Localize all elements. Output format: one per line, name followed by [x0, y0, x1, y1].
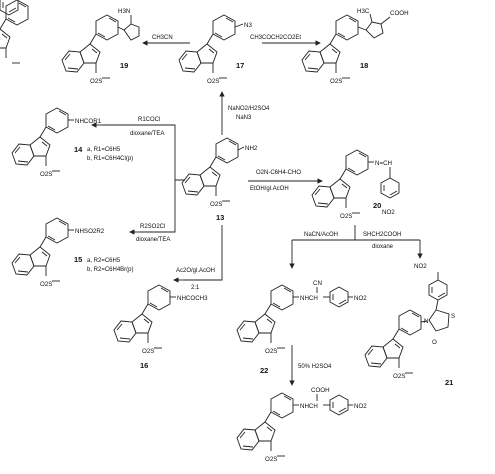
compound-21: NO2 S N O O2S 21: [364, 263, 455, 387]
svg-text:b, R2=C6H4Br(p): b, R2=C6H4Br(p): [87, 267, 134, 273]
arrow-13-to-16: Ac2O/gl.AcOH 2:1: [173, 225, 223, 291]
compound-16: NHCOCH3 O2S 16: [113, 284, 208, 370]
svg-text:SHCH2COOH: SHCH2COOH: [363, 232, 401, 238]
svg-text:O2S: O2S: [340, 213, 352, 220]
svg-text:CH3CN: CH3CN: [152, 35, 173, 41]
compound-22: NHCH CN NO2 O2S 22: [236, 280, 367, 375]
svg-text:NO2: NO2: [354, 295, 367, 302]
svg-text:NO2: NO2: [414, 263, 427, 270]
svg-text:N=CH: N=CH: [375, 160, 392, 167]
compound-15: NHSO2R2 O2S 15 a, R2=C6H5 b, R2=C6H4Br(p…: [11, 217, 134, 288]
indole-pyrimidine-scaffold: [0, 0, 29, 64]
svg-text:S: S: [451, 313, 455, 320]
svg-text:O2S: O2S: [393, 373, 405, 380]
svg-text:15: 15: [74, 255, 82, 264]
svg-text:a, R1=C6H5: a, R1=C6H5: [87, 147, 121, 153]
svg-text:NaNO2/H2SO4: NaNO2/H2SO4: [228, 106, 270, 112]
svg-text:14: 14: [74, 145, 83, 154]
svg-text:R2SO2Cl: R2SO2Cl: [140, 224, 165, 230]
svg-text:O2S: O2S: [90, 78, 102, 85]
compound-18: H3C COOH O2S 18: [301, 8, 409, 85]
svg-text:NO2: NO2: [354, 403, 367, 410]
svg-text:COOH: COOH: [390, 10, 409, 17]
svg-text:NHCOCH3: NHCOCH3: [177, 295, 208, 302]
svg-text:O2N-C6H4-CHO: O2N-C6H4-CHO: [256, 170, 301, 176]
svg-text:18: 18: [360, 61, 368, 70]
svg-text:NHCOR1: NHCOR1: [75, 118, 102, 125]
svg-text:NHCH: NHCH: [300, 403, 318, 410]
svg-text:NaN3: NaN3: [236, 115, 252, 121]
svg-text:22: 22: [260, 366, 268, 375]
svg-text:CN: CN: [313, 280, 322, 287]
svg-text:O2S: O2S: [265, 348, 277, 355]
svg-text:Ac2O/gl.AcOH: Ac2O/gl.AcOH: [176, 268, 215, 274]
svg-text:a, R2=C6H5: a, R2=C6H5: [87, 258, 121, 264]
svg-text:20: 20: [373, 201, 381, 210]
svg-text:dioxane: dioxane: [372, 244, 394, 250]
svg-text:O2S: O2S: [207, 78, 219, 85]
svg-text:EtOH/gl.AcOH: EtOH/gl.AcOH: [250, 186, 289, 192]
svg-text:H3N: H3N: [118, 8, 130, 15]
svg-text:b, R1=C6H4Cl(p): b, R1=C6H4Cl(p): [87, 156, 133, 162]
arrow-20-branch: NaCN/AcOH SHCH2COOH dioxane: [289, 225, 423, 269]
compound-13: NH2 O2S 13: [181, 137, 258, 222]
svg-text:NO2: NO2: [382, 209, 395, 216]
svg-text:O: O: [432, 339, 437, 346]
arrow-13-to-20: O2N-C6H4-CHO EtOH/gl.AcOH: [248, 170, 323, 192]
svg-text:O2S: O2S: [265, 456, 277, 463]
svg-text:NH2: NH2: [245, 145, 258, 152]
svg-text:O2S: O2S: [40, 171, 52, 178]
compound-19: H3N O2S 19: [61, 8, 140, 85]
compound-23: NHCH COOH NO2 O2S: [236, 387, 367, 463]
svg-text:O2S: O2S: [330, 78, 342, 85]
compound-17: N3 O2S 17: [178, 14, 252, 85]
arrow-13-to-14: R1COCl dioxane/TEA: [91, 117, 185, 181]
arrow-22-to-23: 50% H2SO4: [289, 345, 332, 386]
compound-20: N=CH NO2 O2S 20: [311, 149, 400, 220]
svg-text:NHCH: NHCH: [300, 295, 318, 302]
svg-text:NaCN/AcOH: NaCN/AcOH: [304, 232, 338, 238]
svg-text:21: 21: [445, 378, 453, 387]
svg-text:dioxane/TEA: dioxane/TEA: [136, 237, 170, 243]
svg-text:13: 13: [216, 213, 224, 222]
svg-text:19: 19: [120, 61, 128, 70]
svg-text:O2S: O2S: [210, 201, 222, 208]
svg-text:50% H2SO4: 50% H2SO4: [298, 364, 332, 370]
svg-text:16: 16: [140, 361, 148, 370]
svg-text:dioxane/TEA: dioxane/TEA: [130, 131, 164, 137]
svg-text:COOH: COOH: [311, 387, 330, 394]
svg-text:H3C: H3C: [357, 8, 370, 15]
arrow-13-to-15: R2SO2Cl dioxane/TEA: [129, 180, 176, 243]
compound-14: NHCOR1 O2S 14 a, R1=C6H5 b, R1=C6H4Cl(p): [11, 107, 133, 178]
svg-text:NHSO2R2: NHSO2R2: [75, 228, 105, 235]
svg-text:CH3COCH2CO2Et: CH3COCH2CO2Et: [250, 35, 301, 41]
svg-text:2:1: 2:1: [191, 285, 200, 291]
arrow-17-to-19: CH3CN: [142, 35, 190, 46]
svg-text:N3: N3: [244, 22, 252, 29]
svg-text:O2S: O2S: [142, 348, 154, 355]
arrow-17-to-18: CH3COCH2CO2Et: [250, 35, 321, 46]
svg-text:17: 17: [236, 61, 244, 70]
arrow-13-to-17: NaNO2/H2SO4 NaN3: [219, 91, 270, 135]
svg-text:O2S: O2S: [40, 281, 52, 288]
svg-text:R1COCl: R1COCl: [138, 117, 160, 123]
